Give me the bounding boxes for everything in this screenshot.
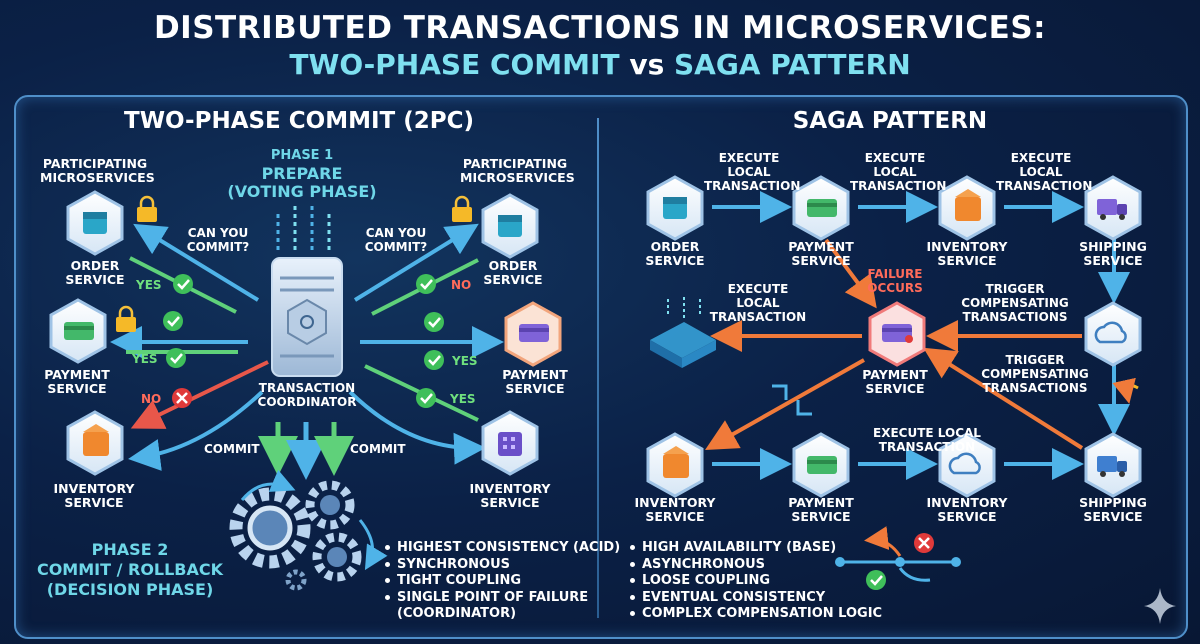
server-icon xyxy=(271,257,343,377)
order-service-icon xyxy=(66,190,124,256)
trigger-compensating-label-2: TRIGGER COMPENSATING TRANSACTIONS xyxy=(981,353,1089,395)
2pc-trait: TIGHT COUPLING xyxy=(385,573,620,590)
coordinator-label: TRANSACTION COORDINATOR xyxy=(257,381,357,409)
order-service-icon-saga xyxy=(646,175,704,241)
payment-service-label-left: PAYMENT SERVICE xyxy=(44,367,110,396)
trigger-compensating-label-1: TRIGGER COMPENSATING TRANSACTIONS xyxy=(961,282,1069,324)
check-icon xyxy=(163,274,444,408)
failure-label: FAILURE OCCURS xyxy=(867,267,923,295)
inventory-service-label-right: INVENTORY SERVICE xyxy=(469,481,551,510)
2pc-trait: SYNCHRONOUS xyxy=(385,557,620,574)
saga-inventory-service-label-bottom-1: INVENTORY SERVICE xyxy=(634,495,716,524)
order-service-label-right: ORDER SERVICE xyxy=(483,258,543,287)
phase1-voting: (VOTING PHASE) xyxy=(227,182,377,201)
inventory-service-icon-right xyxy=(481,410,539,476)
saga-trait: COMPLEX COMPENSATION LOGIC xyxy=(630,606,882,623)
saga-trait: HIGH AVAILABILITY (BASE) xyxy=(630,540,882,557)
execute-label-bottom: EXECUTE LOCAL TRANSACTION xyxy=(873,426,981,454)
cloud-icon-right xyxy=(1084,301,1142,367)
execute-label-2: EXECUTE LOCAL TRANSACTION xyxy=(850,151,947,193)
vote-yes-1: YES xyxy=(136,278,162,292)
lock-icon xyxy=(116,195,472,332)
2pc-traits-list: HIGHEST CONSISTENCY (ACID) SYNCHRONOUS T… xyxy=(385,540,620,623)
saga-trait: ASYNCHRONOUS xyxy=(630,557,882,574)
vote-yes-4: YES xyxy=(450,392,476,406)
saga-heading: SAGA PATTERN xyxy=(792,108,988,134)
2pc-trait: SINGLE POINT OF FAILURE xyxy=(385,590,620,607)
order-service-icon-right xyxy=(481,193,539,259)
inventory-service-icon-saga-bottom xyxy=(646,432,704,498)
cloud-icon-bottom xyxy=(938,432,996,498)
2pc-heading: TWO-PHASE COMMIT (2PC) xyxy=(124,108,474,134)
order-service-label-left: ORDER SERVICE xyxy=(65,258,125,287)
payment-service-icon-saga-top xyxy=(792,175,850,241)
vote-yes-2: YES xyxy=(132,352,158,366)
commit-label-right: COMMIT xyxy=(350,442,406,456)
subtitle-saga: SAGA PATTERN xyxy=(673,48,911,81)
main-title: DISTRIBUTED TRANSACTIONS IN MICROSERVICE… xyxy=(153,10,1047,46)
sparkle-icon xyxy=(1144,588,1176,624)
phase2-decision: (DECISION PHASE) xyxy=(46,580,214,599)
panel-divider xyxy=(597,118,599,618)
participants-label-left: PARTICIPATING MICROSERVICES xyxy=(40,156,155,185)
saga-trait: LOOSE COUPLING xyxy=(630,573,882,590)
can-you-commit-right: CAN YOU COMMIT? xyxy=(364,226,428,254)
chip-icon xyxy=(650,296,716,368)
subtitle-vs: vs xyxy=(629,48,665,81)
vote-no-left: NO xyxy=(141,392,162,406)
phase2-label: PHASE 2 xyxy=(91,540,169,559)
truck-icon-top xyxy=(1084,175,1142,241)
vote-no-right: NO xyxy=(451,278,472,292)
phase1-prepare: PREPARE xyxy=(261,164,343,183)
inventory-service-icon-saga-top xyxy=(938,175,996,241)
gears-icon xyxy=(229,469,388,591)
saga-shipping-service-label-bottom: SHIPPING SERVICE xyxy=(1079,495,1147,524)
2pc-trait: (COORDINATOR) xyxy=(397,606,517,621)
payment-failed-icon xyxy=(868,301,926,367)
saga-arrows xyxy=(705,191,1139,480)
2pc-trait: HIGHEST CONSISTENCY (ACID) xyxy=(385,540,620,557)
saga-inventory-service-label-bottom-2: INVENTORY SERVICE xyxy=(926,495,1008,524)
content-panel xyxy=(14,95,1188,639)
phase2-commit-rollback: COMMIT / ROLLBACK xyxy=(36,560,224,579)
saga-order-service-label: ORDER SERVICE xyxy=(645,239,705,268)
subtitle-2pc: TWO-PHASE COMMIT xyxy=(289,48,620,81)
execute-label-1: EXECUTE LOCAL TRANSACTION xyxy=(704,151,801,193)
truck-icon-bottom xyxy=(1084,432,1142,498)
subtitle: TWO-PHASE COMMIT vs SAGA PATTERN xyxy=(0,48,1200,81)
saga-payment-service-label-bottom: PAYMENT SERVICE xyxy=(788,495,854,524)
execute-label-3: EXECUTE LOCAL TRANSACTION xyxy=(996,151,1093,193)
can-you-commit-left: CAN YOU COMMIT? xyxy=(186,226,250,254)
saga-payment-service-label-middle: PAYMENT SERVICE xyxy=(862,367,928,396)
saga-trait: EVENTUAL CONSISTENCY xyxy=(630,590,882,607)
inventory-service-label-left: INVENTORY SERVICE xyxy=(53,481,135,510)
payment-service-icon-saga-bottom xyxy=(792,432,850,498)
saga-flow-icon xyxy=(835,526,961,590)
vote-yes-3: YES xyxy=(452,354,478,368)
execute-label-compensate: EXECUTE LOCAL TRANSACTION xyxy=(709,282,807,324)
payment-service-icon-left xyxy=(49,298,107,364)
commit-label-left: COMMIT xyxy=(204,442,260,456)
participants-label-right: PARTICIPATING MICROSERVICES xyxy=(460,156,575,185)
saga-traits-list: HIGH AVAILABILITY (BASE) ASYNCHRONOUS LO… xyxy=(630,540,882,623)
inventory-service-icon-left xyxy=(66,410,124,476)
payment-service-icon-right xyxy=(504,301,562,367)
cross-icon xyxy=(172,388,192,408)
saga-inventory-service-label-top: INVENTORY SERVICE xyxy=(926,239,1008,268)
payment-service-label-right: PAYMENT SERVICE xyxy=(502,367,568,396)
saga-shipping-service-label-top: SHIPPING SERVICE xyxy=(1079,239,1147,268)
phase1-label: PHASE 1 xyxy=(270,148,334,163)
saga-payment-service-label-top: PAYMENT SERVICE xyxy=(788,239,854,268)
